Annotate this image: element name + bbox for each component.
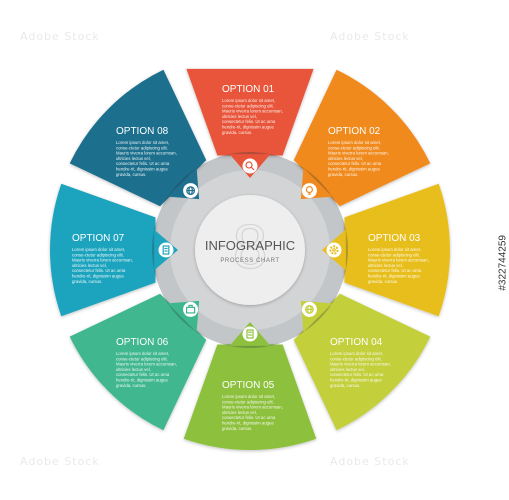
watermark-text: Adobe Stock	[20, 455, 100, 468]
option-body-text: Mauris viverra lorem accumsan,	[330, 362, 391, 367]
option-segment-05	[183, 344, 317, 450]
center-disc	[195, 195, 305, 305]
option-body-text: Lorem ipsum dolor sit amet,	[222, 98, 275, 103]
option-body-text: hendre-rit, dignissim augue	[330, 378, 382, 383]
option-body-text: Lorem ipsum dolor sit amet,	[330, 351, 383, 356]
option-body-text: Lorem ipsum dolor sit amet,	[222, 394, 275, 399]
option-segment-01	[186, 68, 314, 156]
option-title-01: OPTION 01	[222, 84, 275, 95]
lightbulb-icon	[301, 183, 317, 199]
option-body-text: Mauris viverra lorem accumsan,	[222, 109, 283, 114]
option-body-text: gravida, cursus.	[328, 172, 358, 177]
option-body-text: hendre-rit, dignissim augue	[328, 167, 380, 172]
option-body-text: conse-ctetur adipiscing elit.	[116, 145, 168, 150]
option-body-text: ultricies lectus vel,	[222, 410, 257, 415]
option-segment-07	[50, 183, 156, 317]
watermark-text: Adobe Stock	[330, 30, 410, 43]
option-body-text: Mauris viverra lorem accumsan,	[116, 151, 177, 156]
stock-id: #322744259	[498, 235, 509, 291]
center-title: INFOGRAPHIC	[205, 238, 295, 253]
option-body-text: Lorem ipsum dolor sit amet,	[72, 247, 125, 252]
option-body-text: ultricies lectus vel,	[368, 263, 403, 268]
option-body-text: ultricies lectus vel,	[72, 263, 107, 268]
watermark-text: Adobe Stock	[330, 455, 410, 468]
option-body-text: conse-ctetur adipiscing elit.	[222, 103, 274, 108]
option-title-06: OPTION 06	[116, 337, 169, 348]
document-icon	[158, 242, 174, 258]
globe-icon	[301, 301, 317, 317]
option-title-07: OPTION 07	[72, 233, 125, 244]
option-body-text: ultricies lectus vel,	[222, 114, 257, 119]
option-segment-06	[69, 293, 207, 431]
option-body-text: Lorem ipsum dolor sit amet,	[116, 140, 169, 145]
option-segment-04	[293, 293, 431, 431]
option-segment-08	[69, 69, 207, 207]
option-body-text: conse-ctetur adipiscing elit.	[222, 399, 274, 404]
option-body-text: Mauris viverra lorem accumsan,	[328, 151, 389, 156]
magnifier-icon	[242, 158, 258, 174]
option-body-text: consectetur felis. Ut ac urna	[72, 268, 126, 273]
option-segment-02	[293, 69, 431, 207]
option-body-text: hendre-rit, dignissim augue	[116, 167, 168, 172]
option-body-text: consectetur felis. Ut ac urna	[330, 372, 384, 377]
option-body-text: conse-ctetur adipiscing elit.	[116, 356, 168, 361]
briefcase-icon	[183, 301, 199, 317]
option-body-text: hendre-rit, dignissim augue	[222, 125, 274, 130]
option-body-text: gravida, cursus.	[116, 172, 146, 177]
option-body-text: Mauris viverra lorem accumsan,	[116, 362, 177, 367]
option-body-text: Lorem ipsum dolor sit amet,	[116, 351, 169, 356]
option-body-text: consectetur felis. Ut ac urna	[222, 415, 276, 420]
option-body-text: gravida, cursus.	[116, 383, 146, 388]
option-body-text: Mauris viverra lorem accumsan,	[72, 258, 133, 263]
center-subtitle: PROCESS CHART	[220, 258, 279, 264]
option-body-text: consectetur felis. Ut ac urna	[116, 161, 170, 166]
option-body-text: Mauris viverra lorem accumsan,	[222, 405, 283, 410]
option-body-text: hendre-rit, dignissim augue	[72, 274, 124, 279]
option-body-text: Lorem ipsum dolor sit amet,	[368, 247, 421, 252]
option-body-text: gravida, cursus.	[368, 279, 398, 284]
option-title-04: OPTION 04	[330, 337, 383, 348]
option-body-text: consectetur felis. Ut ac urna	[222, 119, 276, 124]
option-title-08: OPTION 08	[116, 126, 169, 137]
option-body-text: conse-ctetur adipiscing elit.	[368, 252, 420, 257]
calculator-icon	[242, 326, 258, 342]
option-body-text: ultricies lectus vel,	[328, 156, 363, 161]
option-body-text: gravida, cursus.	[222, 426, 252, 431]
option-body-text: consectetur felis. Ut ac urna	[368, 268, 422, 273]
option-segment-03	[344, 183, 450, 317]
option-body-text: conse-ctetur adipiscing elit.	[72, 252, 124, 257]
option-body-text: gravida, cursus.	[222, 130, 252, 135]
option-body-text: conse-ctetur adipiscing elit.	[328, 145, 380, 150]
option-body-text: hendre-rit, dignissim augue	[222, 421, 274, 426]
option-body-text: Lorem ipsum dolor sit amet,	[328, 140, 381, 145]
option-body-text: gravida, cursus.	[330, 383, 360, 388]
option-body-text: conse-ctetur adipiscing elit.	[330, 356, 382, 361]
option-body-text: ultricies lectus vel,	[116, 156, 151, 161]
option-title-05: OPTION 05	[222, 380, 275, 391]
globe-icon	[183, 183, 199, 199]
gear-icon	[326, 242, 342, 258]
option-body-text: hendre-rit, dignissim augue	[368, 274, 420, 279]
option-body-text: Mauris viverra lorem accumsan,	[368, 258, 429, 263]
option-body-text: consectetur felis. Ut ac urna	[328, 161, 382, 166]
center-number: 8	[233, 213, 267, 282]
watermark-text: Adobe Stock	[20, 30, 100, 43]
option-title-02: OPTION 02	[328, 126, 381, 137]
option-body-text: hendre-rit, dignissim augue	[116, 378, 168, 383]
option-body-text: consectetur felis. Ut ac urna	[116, 372, 170, 377]
option-body-text: gravida, cursus.	[72, 279, 102, 284]
option-title-03: OPTION 03	[368, 233, 421, 244]
option-body-text: ultricies lectus vel,	[116, 367, 151, 372]
option-body-text: ultricies lectus vel,	[330, 367, 365, 372]
